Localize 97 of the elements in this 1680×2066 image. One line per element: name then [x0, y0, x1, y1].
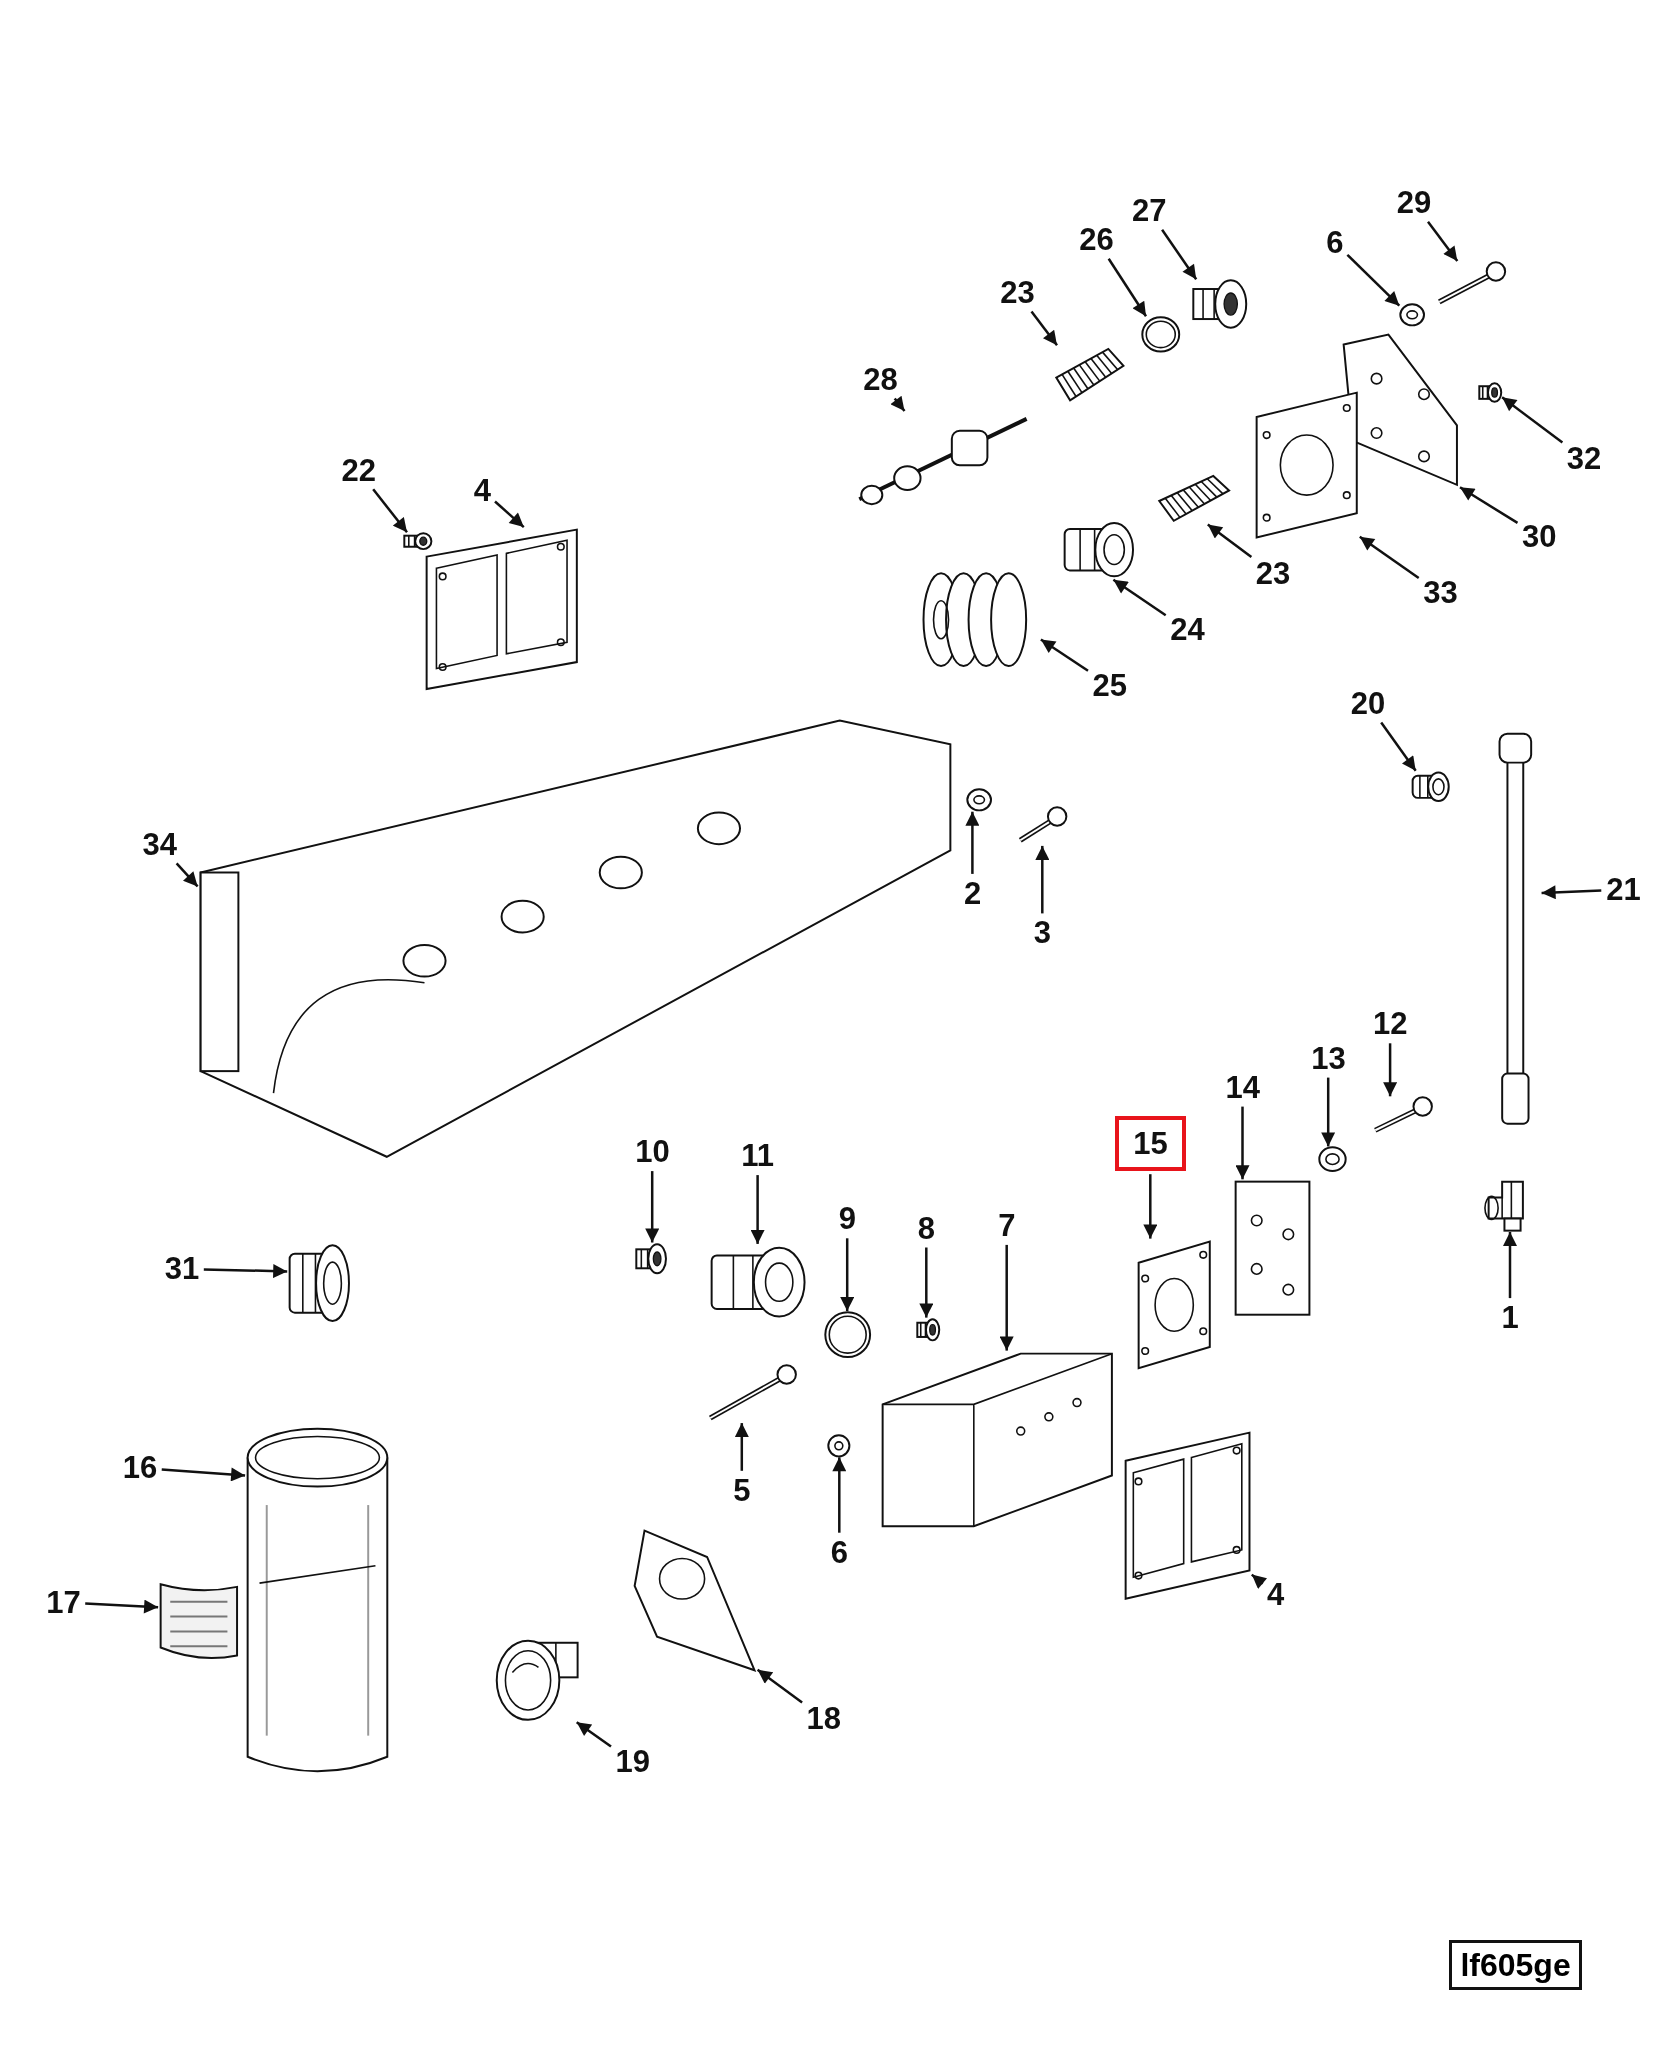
leader-line	[372, 488, 408, 534]
leader-line	[203, 1264, 288, 1279]
washer-drawing	[1317, 1146, 1347, 1173]
callout-number: 9	[836, 1202, 858, 1236]
callout-number: 7	[996, 1208, 1018, 1242]
leader-line	[756, 1668, 803, 1704]
callout-number: 11	[739, 1139, 776, 1173]
leader-line	[734, 1423, 749, 1471]
callout-number: 6	[828, 1535, 851, 1569]
o-ring-drawing	[823, 1311, 871, 1359]
callout-number: 2	[961, 876, 984, 910]
leader-line	[645, 1171, 660, 1243]
callout-number: 27	[1130, 194, 1169, 228]
plug-drawing	[1192, 279, 1248, 330]
leader-line	[1427, 221, 1459, 262]
callout-number: 28	[861, 362, 900, 396]
leader-line	[1501, 396, 1564, 444]
block-drawing	[880, 1350, 1115, 1529]
callout-number: 25	[1090, 668, 1129, 702]
callout-number: 10	[633, 1135, 672, 1169]
callout-number: 23	[998, 276, 1037, 309]
callout-number: 14	[1223, 1070, 1262, 1104]
leader-line	[1107, 258, 1148, 317]
pin-drawing	[403, 532, 433, 551]
leader-line	[1143, 1174, 1158, 1239]
callout-number: 23	[1253, 556, 1293, 590]
leader-line	[965, 811, 980, 874]
washer-drawing	[965, 787, 993, 812]
leader-line	[1161, 229, 1198, 280]
plug-drawing	[1478, 382, 1503, 404]
gasket-drawing	[1135, 1238, 1213, 1371]
gasket-drawing	[1254, 390, 1360, 541]
callout-number: 3	[1031, 916, 1053, 950]
leader-line	[1346, 253, 1401, 307]
callout-number: 22	[339, 453, 378, 487]
callout-number: 17	[44, 1585, 83, 1619]
leader-line	[1383, 1043, 1398, 1097]
callout-number: 13	[1309, 1041, 1348, 1075]
leader-line	[1112, 578, 1167, 617]
leader-line	[890, 395, 906, 412]
callout-number: 1	[1499, 1301, 1521, 1335]
leader-line	[175, 862, 199, 888]
leader-line	[1035, 845, 1050, 914]
callout-number: 21	[1604, 872, 1643, 906]
callout-number: 6	[1324, 225, 1346, 259]
drawing-number: lf605ge	[1449, 1939, 1582, 1990]
filter-drawing	[245, 1425, 390, 1775]
leader-line	[750, 1175, 765, 1244]
leader-line	[494, 500, 525, 529]
gasket-drawing	[1122, 1429, 1252, 1601]
leader-line	[161, 1467, 246, 1482]
callout-number: 29	[1394, 186, 1434, 220]
callout-number: 5	[731, 1473, 753, 1507]
leader-line	[1207, 523, 1253, 559]
plug-drawing	[915, 1317, 940, 1342]
washer-drawing	[1399, 303, 1426, 327]
callout-number: 4	[1264, 1577, 1287, 1611]
sleeve-drawing	[1062, 520, 1135, 580]
callout-number: 8	[915, 1211, 938, 1245]
leader-line	[832, 1457, 847, 1533]
plug-drawing	[635, 1242, 667, 1275]
callout-number: 33	[1421, 576, 1460, 610]
callout-number: 24	[1168, 613, 1207, 647]
leader-line	[1040, 638, 1089, 672]
leader-line	[919, 1247, 934, 1318]
leader-line	[85, 1599, 159, 1614]
callout-number: 4	[471, 473, 493, 507]
callout-number: 32	[1564, 442, 1604, 476]
callout-number: 16	[120, 1451, 160, 1485]
callout-number: 15	[1115, 1116, 1186, 1172]
callout-number: 26	[1077, 223, 1116, 257]
leader-line	[1503, 1232, 1517, 1299]
leader-line	[1380, 721, 1417, 772]
leader-line	[1459, 486, 1519, 524]
leader-line	[1359, 535, 1420, 579]
plate-drawing	[1233, 1179, 1313, 1318]
leader-line	[1235, 1106, 1250, 1180]
leader-line	[840, 1238, 855, 1312]
callout-number: 18	[804, 1701, 843, 1735]
callout-number: 31	[162, 1252, 202, 1286]
leader-line	[1541, 885, 1602, 900]
leader-line	[1321, 1077, 1336, 1147]
leader-line	[1030, 310, 1058, 346]
cover-plate-drawing	[1341, 332, 1460, 488]
washer-drawing	[827, 1433, 852, 1458]
callout-number: 12	[1371, 1007, 1410, 1041]
gasket-drawing	[424, 527, 580, 692]
leader-line	[999, 1244, 1014, 1351]
fitting-drawing	[1409, 770, 1450, 803]
bracket-drawing	[632, 1528, 758, 1674]
leader-line	[1251, 1573, 1268, 1589]
callout-number: 34	[140, 828, 179, 862]
callout-number: 20	[1348, 687, 1388, 721]
o-ring-drawing	[1141, 316, 1181, 354]
leader-line	[575, 1721, 612, 1748]
callout-number: 30	[1520, 519, 1559, 553]
callout-number: 19	[613, 1745, 652, 1779]
